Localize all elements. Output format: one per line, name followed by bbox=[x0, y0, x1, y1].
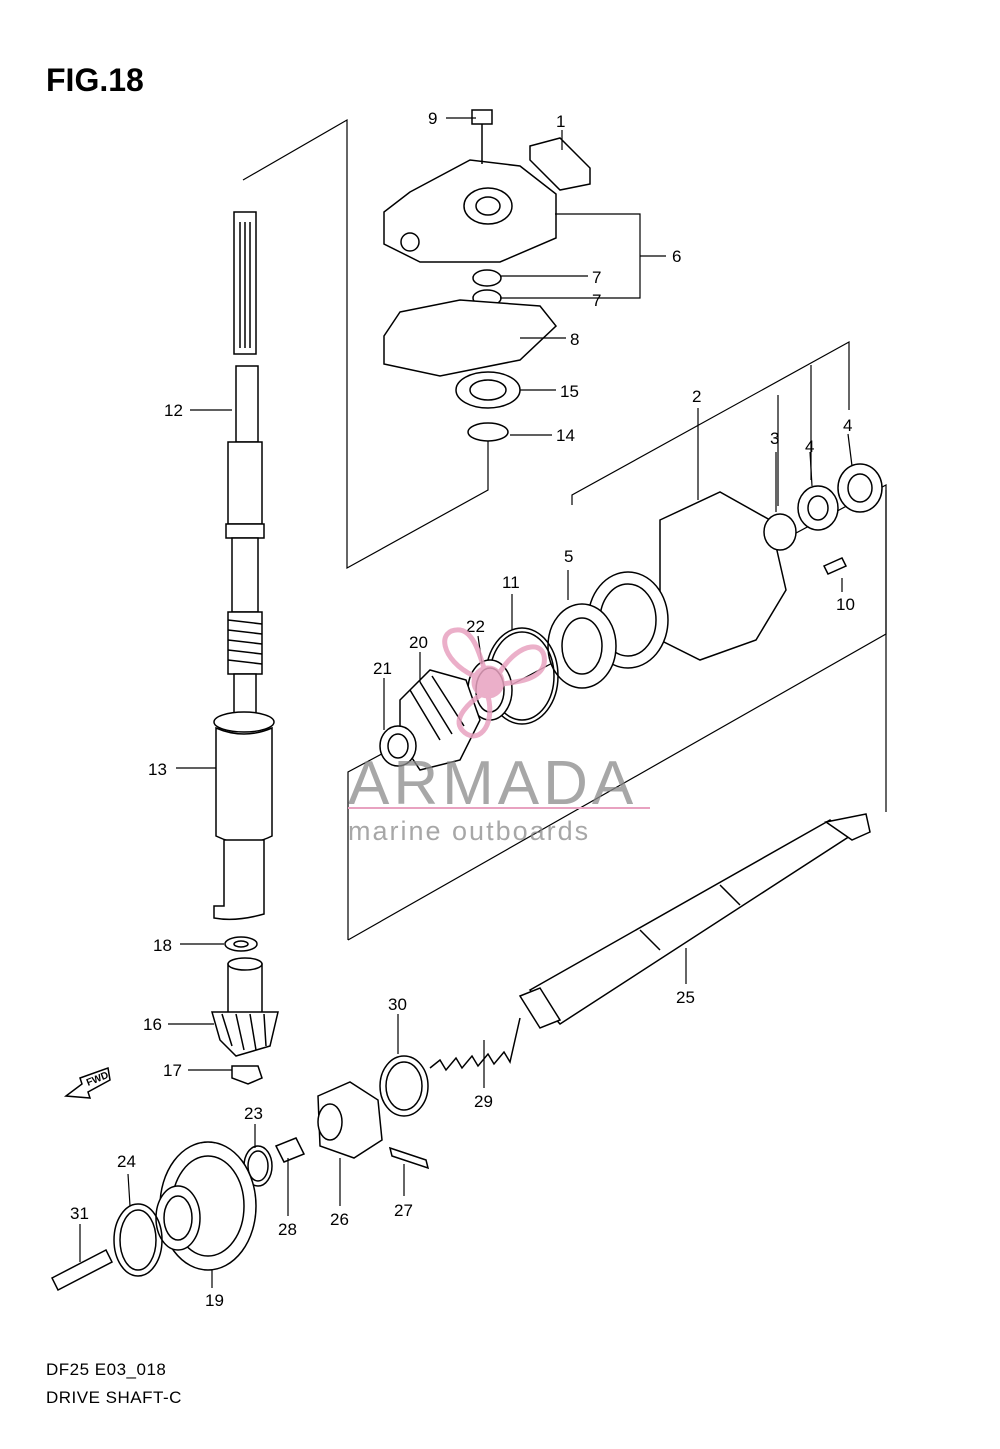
callout-18: 18 bbox=[153, 936, 172, 955]
pinion-assembly bbox=[211, 936, 279, 1085]
callout-29: 29 bbox=[474, 1092, 493, 1111]
callout-3: 3 bbox=[770, 429, 779, 448]
callout-14: 14 bbox=[556, 426, 575, 445]
callout-12: 12 bbox=[164, 401, 183, 420]
callout-27: 27 bbox=[394, 1201, 413, 1220]
callout-25: 25 bbox=[676, 988, 695, 1007]
propeller-shaft-part-25 bbox=[518, 813, 871, 1029]
propeller-logo-icon bbox=[442, 627, 547, 739]
callout-24: 24 bbox=[117, 1152, 136, 1171]
callout-5: 5 bbox=[564, 547, 573, 566]
spring-and-clip-parts bbox=[379, 1017, 521, 1117]
callout-26: 26 bbox=[330, 1210, 349, 1229]
assembly-bracket-lines bbox=[242, 118, 887, 941]
callout-19: 19 bbox=[205, 1291, 224, 1310]
clutch-assembly bbox=[243, 1081, 430, 1187]
propeller-shaft-housing-assembly bbox=[547, 463, 883, 689]
fwd-arrow-icon: FWD bbox=[63, 1066, 111, 1099]
callout-4a: 4 bbox=[805, 437, 814, 456]
callout-11: 11 bbox=[502, 573, 520, 592]
callout-28: 28 bbox=[278, 1220, 297, 1239]
callout-15: 15 bbox=[560, 382, 579, 401]
callout-8: 8 bbox=[570, 330, 579, 349]
callout-leader-lines bbox=[79, 117, 853, 1288]
drawing-code: DF25 E03_018 bbox=[46, 1360, 167, 1379]
callout-4b: 4 bbox=[843, 416, 852, 435]
callout-7b: 7 bbox=[592, 291, 601, 310]
callout-13: 13 bbox=[148, 760, 167, 779]
callout-6: 6 bbox=[672, 247, 681, 266]
callout-22: 22 bbox=[466, 617, 485, 636]
callout-16: 16 bbox=[143, 1015, 162, 1034]
callout-21: 21 bbox=[373, 659, 392, 678]
callout-17: 17 bbox=[163, 1061, 182, 1080]
watermark-tagline: marine outboards bbox=[348, 816, 590, 846]
callout-1: 1 bbox=[556, 112, 565, 131]
armada-watermark: ARMADA marine outboards bbox=[348, 627, 650, 846]
callout-2: 2 bbox=[692, 387, 701, 406]
watermark-name: ARMADA bbox=[348, 749, 637, 818]
reverse-gear-assembly bbox=[50, 1141, 257, 1292]
callout-labels: 1 2 3 4 4 5 6 7 7 8 9 10 11 12 13 14 15 … bbox=[70, 109, 855, 1310]
drive-shaft-part-12 bbox=[225, 211, 265, 723]
callout-20: 20 bbox=[409, 633, 428, 652]
callout-7a: 7 bbox=[592, 268, 601, 287]
callout-31: 31 bbox=[70, 1204, 89, 1223]
drawing-caption: DRIVE SHAFT-C bbox=[46, 1388, 182, 1407]
figure-title: FIG.18 bbox=[46, 62, 144, 98]
callout-23: 23 bbox=[244, 1104, 263, 1123]
upper-housing-assembly bbox=[383, 109, 591, 442]
callout-10: 10 bbox=[836, 595, 855, 614]
callout-30: 30 bbox=[388, 995, 407, 1014]
sleeve-part-13 bbox=[213, 711, 275, 921]
callout-9: 9 bbox=[428, 109, 437, 128]
